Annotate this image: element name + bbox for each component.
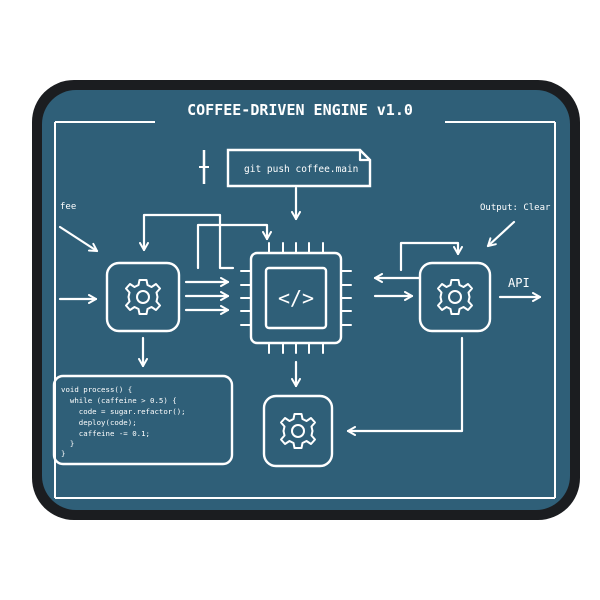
cpu-chip: </>	[240, 242, 352, 354]
api-label: API	[508, 276, 530, 290]
right-gear-module	[418, 261, 492, 333]
code-line: }	[61, 449, 65, 458]
code-line: code = sugar.refactor();	[61, 407, 186, 416]
left-diagonal-arrow	[58, 225, 99, 253]
git-command-box: git push coffee.main	[226, 148, 372, 188]
right-to-bottom-arrow	[346, 336, 464, 436]
right-loop	[399, 241, 463, 272]
mat-surface	[42, 90, 570, 510]
git-command-text: git push coffee.main	[244, 164, 358, 175]
bottom-gear-module	[262, 394, 334, 468]
title: COFFEE-DRIVEN ENGINE v1.0	[187, 101, 413, 119]
code-block: void process() { while (caffeine > 0.5) …	[52, 374, 234, 466]
chip-input-loop	[196, 223, 272, 270]
output-label: Output: Clear	[480, 203, 551, 213]
code-line: void process() {	[61, 385, 132, 394]
code-line: while (caffeine > 0.5) {	[61, 396, 177, 405]
code-line: caffeine -= 0.1;	[61, 429, 150, 438]
output-diagonal-arrow	[486, 220, 516, 248]
code-line: deploy(code);	[61, 418, 137, 427]
code-line: }	[61, 439, 74, 448]
document-icon	[226, 148, 372, 188]
cpu-symbol: </>	[278, 286, 314, 310]
feedback-loop-top	[139, 213, 235, 270]
left-input-label: fee	[60, 202, 76, 212]
left-gear-module	[105, 261, 181, 333]
